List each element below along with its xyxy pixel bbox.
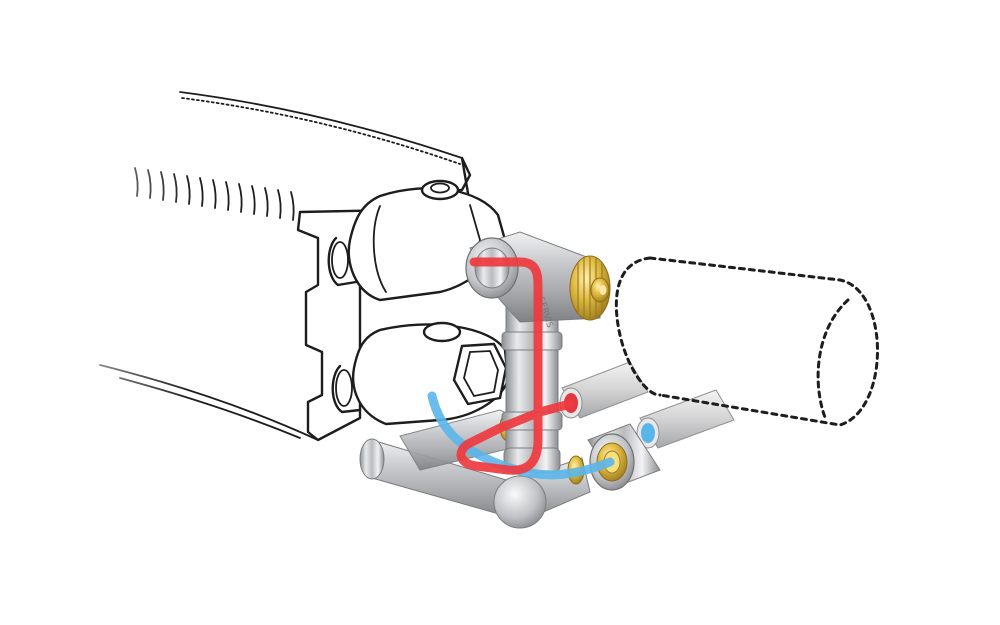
upper-port-stub — [327, 236, 358, 287]
lower-port-stub-ring — [335, 369, 353, 407]
thermostatic-head-placeholder — [614, 256, 879, 427]
radiator-top-edge — [179, 91, 463, 159]
radiator-fade — [0, 80, 190, 410]
lower-port-cap — [422, 321, 462, 343]
hot-water-flow-path — [456, 257, 575, 475]
radiator-top-serration — [181, 97, 461, 165]
upper-port-stub-ring — [331, 241, 349, 279]
upper-port-vent — [420, 179, 460, 201]
radiator-outline — [0, 80, 472, 442]
upper-port-contour — [372, 205, 387, 293]
lower-port-hex-nut-inner — [463, 350, 499, 398]
lower-port-stub — [331, 364, 362, 414]
upper-port-vent-inner — [430, 182, 450, 194]
placeholder-body — [648, 256, 879, 427]
placeholder-front — [614, 256, 662, 397]
thermostatic-valve-brass-insert — [569, 255, 611, 321]
placeholder-edge — [816, 298, 850, 422]
return-pipe — [636, 389, 735, 449]
